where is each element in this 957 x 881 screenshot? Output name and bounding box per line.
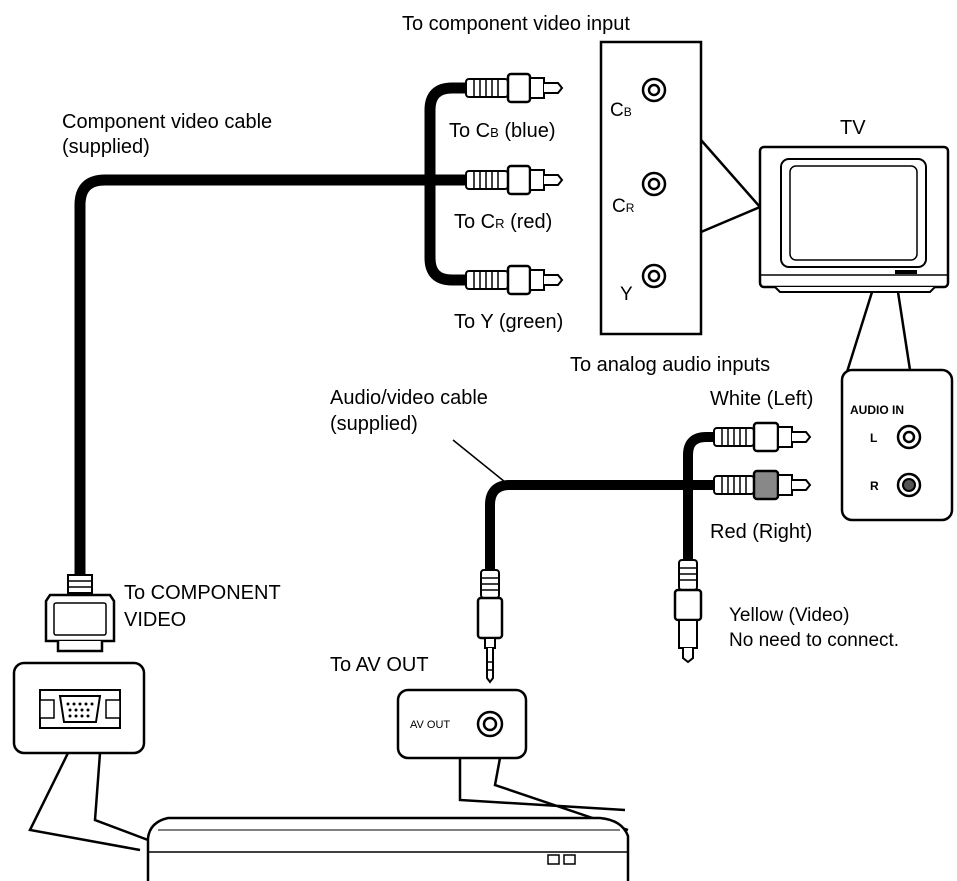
callout-av-device (458, 757, 629, 832)
label-red-right: Red (Right) (710, 521, 812, 543)
mini-plug-av-out (476, 569, 504, 684)
label-audio-in: AUDIO IN (850, 403, 904, 417)
label-av-cable-line2: (supplied) (330, 413, 418, 435)
label-no-need: No need to connect. (729, 630, 899, 651)
label-to-component-line2: VIDEO (124, 609, 186, 631)
rca-plug-y (465, 264, 564, 296)
label-to-av-out: To AV OUT (330, 654, 429, 676)
rca-plug-cb (465, 72, 564, 104)
callout-tv-component (700, 139, 763, 234)
component-connector-plug (44, 574, 116, 653)
label-jack-cb: CB (610, 100, 632, 121)
label-jack-cr: CR (612, 196, 635, 217)
component-input-panel (599, 40, 703, 336)
label-yellow-video: Yellow (Video) (729, 605, 849, 626)
label-av-cable-line1: Audio/video cable (330, 387, 488, 409)
label-component-video-input: To component video input (402, 13, 630, 35)
label-analog-audio-inputs: To analog audio inputs (570, 354, 770, 376)
label-audio-l: L (870, 431, 877, 445)
callout-component-device (28, 752, 149, 852)
rca-plug-cr (465, 164, 564, 196)
label-tv: TV (840, 117, 866, 139)
label-jack-y: Y (620, 284, 633, 305)
av-cable-leader (452, 439, 506, 483)
audio-video-cable (485, 432, 714, 570)
tv-icon (758, 145, 950, 293)
component-socket-panel (12, 661, 146, 755)
rca-plug-white (713, 421, 812, 453)
label-white-left: White (Left) (710, 388, 813, 410)
label-to-component-line1: To COMPONENT (124, 582, 281, 604)
label-to-y: To Y (green) (454, 311, 563, 333)
label-audio-r: R (870, 479, 879, 493)
audio-in-panel (840, 368, 954, 522)
label-av-out-panel: AV OUT (410, 719, 450, 731)
av-out-panel (396, 688, 528, 760)
label-to-cb: To CB (blue) (449, 120, 556, 142)
dvd-player-device (146, 816, 630, 881)
label-component-cable-line2: (supplied) (62, 136, 150, 158)
rca-plug-red (713, 469, 812, 501)
label-component-cable-line1: Component video cable (62, 111, 272, 133)
component-video-cable (74, 82, 466, 575)
label-to-cr: To CR (red) (454, 211, 552, 233)
rca-plug-yellow (673, 559, 703, 664)
